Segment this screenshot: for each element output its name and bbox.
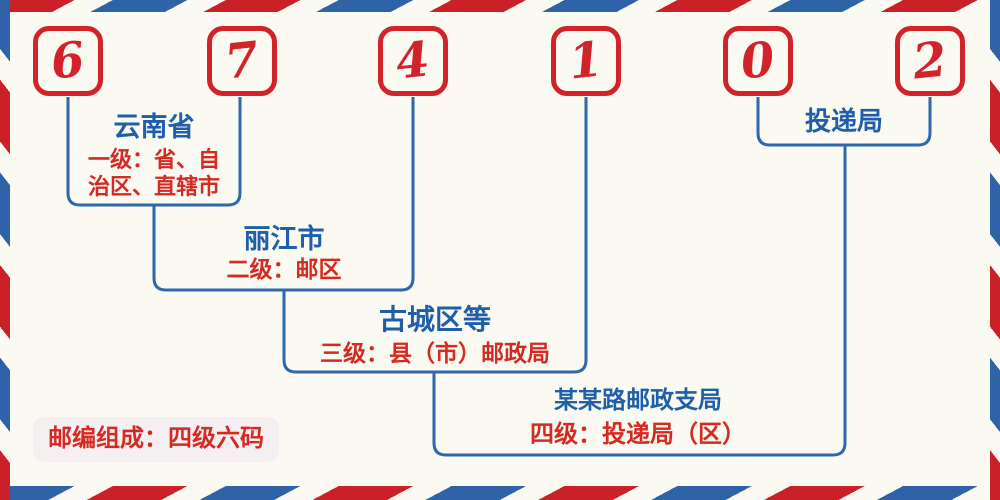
digit-box-6: 2 (895, 26, 965, 96)
label-level4: 某某路邮政支局 四级：投递局（区） (463, 388, 813, 449)
level4-description: 四级：投递局（区） (530, 422, 746, 448)
level4-office-name: 某某路邮政支局 (554, 388, 722, 414)
level3-description: 三级：县（市）邮政局 (320, 341, 550, 366)
digit-6: 2 (910, 31, 950, 91)
bracket-level4 (432, 145, 847, 457)
label-level3: 古城区等 三级：县（市）邮政局 (285, 305, 585, 367)
label-level1: 云南省 一级：省、自 治区、直辖市 (29, 112, 279, 200)
composition-pill: 邮编组成：四级六码 (33, 417, 279, 462)
delivery-office-name: 投递局 (804, 107, 883, 136)
digit-box-4: 1 (551, 26, 621, 96)
level2-description: 二级：邮区 (226, 257, 342, 282)
level2-region-name: 丽江市 (243, 224, 325, 254)
digit-2: 7 (222, 31, 262, 91)
digit-box-1: 6 (33, 26, 103, 96)
level1-region-name: 云南省 (113, 112, 195, 142)
digit-box-5: 0 (723, 26, 793, 96)
digit-box-2: 7 (207, 26, 277, 96)
digit-3: 4 (393, 31, 433, 91)
digit-4: 1 (566, 31, 606, 91)
label-delivery-office: 投递局 (769, 107, 919, 136)
label-level2: 丽江市 二级：邮区 (159, 224, 409, 283)
bracket-delivery (756, 97, 932, 147)
digit-box-3: 4 (378, 26, 448, 96)
level1-description: 一级：省、自 治区、直辖市 (87, 147, 220, 199)
digit-1: 6 (48, 31, 88, 91)
digit-5: 0 (738, 31, 778, 91)
level3-region-name: 古城区等 (378, 305, 491, 336)
